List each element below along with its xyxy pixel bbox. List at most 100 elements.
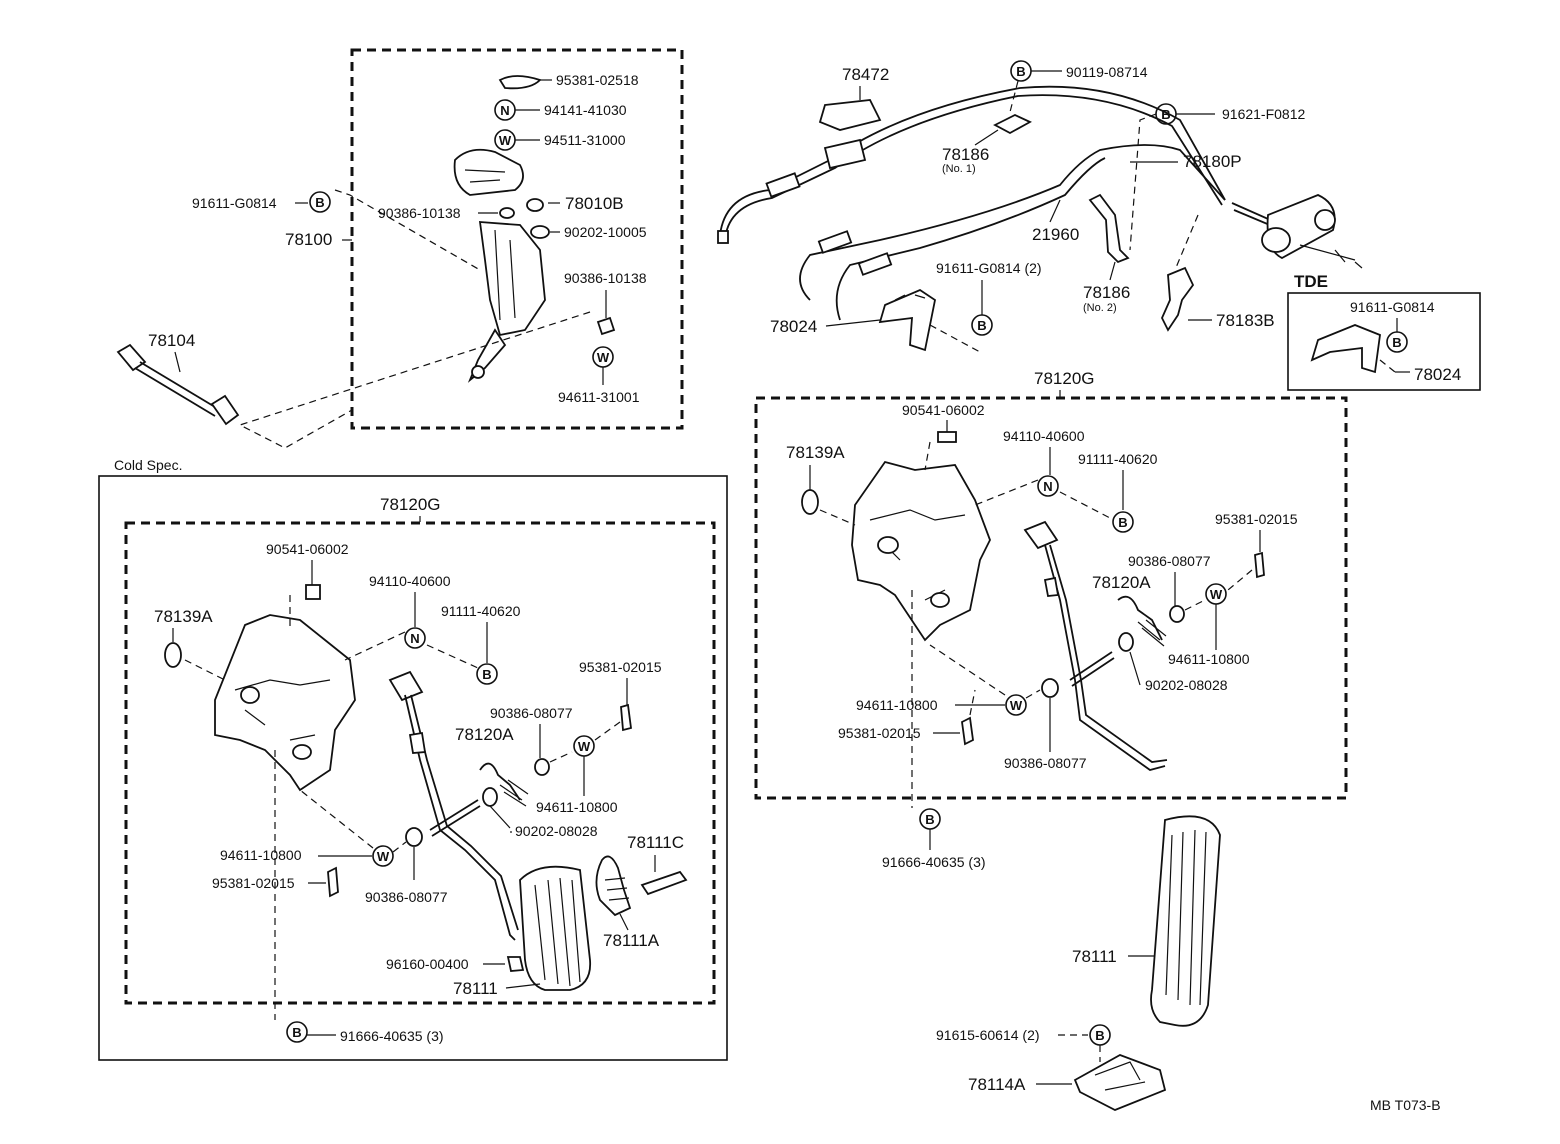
washer-symbol-letter: W (597, 350, 610, 365)
label-90386-08077-right-a: 90386-08077 (1128, 553, 1211, 569)
label-95381-02015-right-b: 95381-02015 (838, 725, 921, 741)
label-78186-no1: 78186 (942, 145, 989, 164)
washer-symbol (372, 845, 394, 867)
label-91615-60614-right: 91615-60614 (2) (936, 1027, 1040, 1043)
label-94611-10800-left-b: 94611-10800 (220, 847, 302, 863)
label-94511-31000: 94511-31000 (544, 132, 626, 148)
bolt-symbol (286, 1021, 308, 1043)
nut-symbol-letter: N (1043, 479, 1052, 494)
label-78180P: 78180P (1183, 152, 1242, 171)
label-78120G-right: 78120G (1034, 369, 1095, 388)
nut-symbol (404, 627, 426, 649)
washer-symbol-letter: W (1210, 587, 1223, 602)
label-90386-08077-right-b: 90386-08077 (1004, 755, 1087, 771)
label-90386-08077-left-b: 90386-08077 (365, 889, 448, 905)
pedal-pad-78111 (1150, 815, 1221, 1027)
label-78186-no2-sub: (No. 2) (1083, 302, 1117, 314)
label-91666-40635-right: 91666-40635 (3) (882, 854, 986, 870)
pedal-bracket-78114A (1073, 1054, 1167, 1111)
cold-spec-frame (98, 475, 728, 1061)
label-91111-40620-left: 91111-40620 (441, 603, 521, 619)
cable-clip-78183B (1161, 266, 1195, 332)
bolt-symbol-letter: B (1118, 515, 1127, 530)
group-78100: 95381-02518 N 94141-41030 W 94511-31000 … (192, 48, 684, 449)
label-78111-left: 78111 (453, 979, 498, 998)
label-90202-08028-left: 90202-08028 (515, 823, 598, 839)
label-90202-08028-right: 90202-08028 (1145, 677, 1228, 693)
label-90386-08077-left-a: 90386-08077 (490, 705, 573, 721)
bolt-symbol (971, 314, 993, 336)
label-78100: 78100 (285, 230, 332, 249)
label-78010B: 78010B (565, 194, 624, 213)
nut-symbol-letter: N (500, 103, 509, 118)
washer-symbol-letter: W (578, 739, 591, 754)
washer-symbol-letter: W (377, 849, 390, 864)
tde-inset: 91611-G0814 B 78024 (1287, 292, 1481, 391)
label-cold-spec: Cold Spec. (114, 457, 182, 473)
label-95381-02015-left-a: 95381-02015 (579, 659, 662, 675)
label-95381-02015-right-a: 95381-02015 (1215, 511, 1298, 527)
label-78120A-right: 78120A (1092, 573, 1151, 592)
label-78186-no2: 78186 (1083, 283, 1130, 302)
label-78024-b: 78024 (1414, 365, 1461, 384)
return-spring-left (479, 762, 521, 801)
label-78111-right: 78111 (1072, 947, 1117, 966)
bolt-symbol-letter: B (977, 318, 986, 333)
cushion-78139A (801, 489, 819, 515)
stopper-bolt-78111C (640, 870, 688, 896)
nut-symbol (1037, 475, 1059, 497)
bolt-symbol-letter: B (482, 667, 491, 682)
label-78472: 78472 (842, 65, 889, 84)
bolt-symbol-letter: B (1161, 107, 1170, 122)
cable-bracket-78024 (878, 288, 937, 352)
label-94611-31001: 94611-31001 (558, 389, 640, 405)
spring-78111A (595, 855, 632, 917)
label-78024-a: 78024 (770, 317, 817, 336)
nut-symbol-letter: N (410, 631, 419, 646)
label-91611-G0814-2: 91611-G0814 (2) (936, 260, 1042, 276)
label-94141-41030: 94141-41030 (544, 102, 627, 118)
cold-spec-group: Cold Spec. 78120G 78139A 90541-06002 941… (98, 457, 728, 1061)
cushion-78139A-left (164, 642, 182, 668)
label-78111C: 78111C (627, 833, 684, 852)
throttle-cable-upper (719, 85, 1226, 236)
label-90119-08714: 90119-08714 (1066, 64, 1148, 80)
label-90541-06002-left: 90541-06002 (266, 541, 349, 557)
throttle-link-bracket (453, 75, 616, 383)
bolt-symbol-letter: B (1095, 1028, 1104, 1043)
pedal-pad-left-78111 (519, 865, 592, 991)
cable-clamp-bracket (818, 99, 882, 131)
cable-group: 78472 B 90119-08714 B 91621-F0812 78186 … (717, 60, 1363, 353)
label-95381-02518: 95381-02518 (556, 72, 639, 88)
label-94611-10800-left-a: 94611-10800 (536, 799, 618, 815)
pedal-pad-right: 78111 91615-60614 (2) B 78114A (936, 815, 1221, 1111)
label-95381-02015-left-b: 95381-02015 (212, 875, 295, 891)
tde-inset-frame (1287, 292, 1481, 391)
label-21960: 21960 (1032, 225, 1079, 244)
label-78114A: 78114A (968, 1075, 1026, 1094)
label-90386-10138-a: 90386-10138 (378, 205, 461, 221)
label-78120G-left: 78120G (380, 495, 441, 514)
washer-symbol-letter: W (499, 133, 512, 148)
washer-symbol-letter: W (1010, 698, 1023, 713)
pedal-bracket-left (214, 614, 356, 792)
throttle-cable-lower (799, 144, 1226, 301)
return-spring (1117, 595, 1163, 641)
bolt-symbol-letter: B (292, 1025, 301, 1040)
label-78104: 78104 (148, 331, 195, 350)
label-78111A: 78111A (603, 931, 660, 950)
bolt-symbol (1386, 331, 1408, 353)
bolt-symbol (476, 663, 498, 685)
label-91611-G0814-b: 91611-G0814 (1350, 299, 1435, 315)
group-78100-boundary (350, 48, 684, 430)
label-90541-06002-right: 90541-06002 (902, 402, 985, 418)
group-78120G-left-boundary (124, 521, 716, 1005)
label-94611-10800-right-b: 94611-10800 (856, 697, 938, 713)
label-96160-00400: 96160-00400 (386, 956, 469, 972)
bolt-symbol-letter: B (925, 812, 934, 827)
label-91611-G0814-a: 91611-G0814 (192, 195, 277, 211)
label-90202-10005: 90202-10005 (564, 224, 647, 240)
label-91621-F0812: 91621-F0812 (1222, 106, 1306, 122)
washer-symbol (1005, 694, 1027, 716)
